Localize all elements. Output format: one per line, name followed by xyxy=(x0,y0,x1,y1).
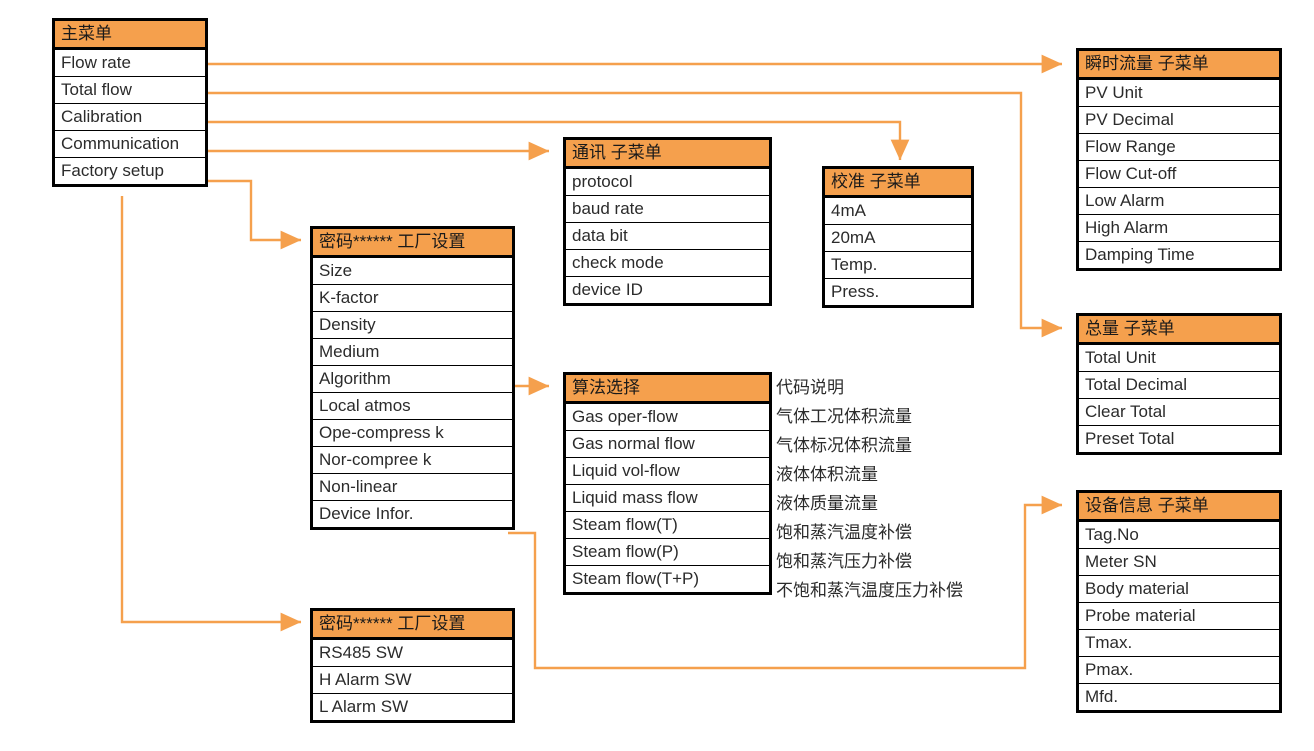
device-submenu-header: 设备信息 子菜单 xyxy=(1079,493,1279,522)
algorithm-legend-line-gas-normal: 气体标况体积流量 xyxy=(776,436,912,455)
factory-setup-top-item-non-linear[interactable]: Non-linear xyxy=(313,474,512,501)
factory-setup-bottom-box: 密码****** 工厂设置 RS485 SW H Alarm SW L Alar… xyxy=(310,608,515,723)
algorithm-menu-item-steam-flow-p[interactable]: Steam flow(P) xyxy=(566,539,769,566)
algorithm-legend-line-gas-oper: 气体工况体积流量 xyxy=(776,407,912,426)
main-menu-item-total-flow[interactable]: Total flow xyxy=(55,77,205,104)
communication-submenu-item-device-id[interactable]: device ID xyxy=(566,277,769,303)
main-menu-box: 主菜单 Flow rate Total flow Calibration Com… xyxy=(52,18,208,187)
algorithm-legend: 代码说明 气体工况体积流量 气体标况体积流量 液体体积流量 液体质量流量 饱和蒸… xyxy=(776,373,1036,605)
flow-submenu-item-damping-time[interactable]: Damping Time xyxy=(1079,242,1279,268)
algorithm-menu-item-steam-flow-t[interactable]: Steam flow(T) xyxy=(566,512,769,539)
wire-calibration xyxy=(196,120,910,161)
algorithm-menu-item-liquid-mass-flow[interactable]: Liquid mass flow xyxy=(566,485,769,512)
device-submenu-item-meter-sn[interactable]: Meter SN xyxy=(1079,549,1279,576)
communication-submenu-header: 通讯 子菜单 xyxy=(566,140,769,169)
main-menu-item-flow-rate[interactable]: Flow rate xyxy=(55,50,205,77)
algorithm-menu-item-steam-flow-tp[interactable]: Steam flow(T+P) xyxy=(566,566,769,592)
communication-submenu-item-baud-rate[interactable]: baud rate xyxy=(566,196,769,223)
wire-factory-setup-top xyxy=(196,179,302,250)
flow-submenu-item-pv-decimal[interactable]: PV Decimal xyxy=(1079,107,1279,134)
device-submenu-item-probe-material[interactable]: Probe material xyxy=(1079,603,1279,630)
total-submenu-box: 总量 子菜单 Total Unit Total Decimal Clear To… xyxy=(1076,313,1282,455)
flow-submenu-box: 瞬时流量 子菜单 PV Unit PV Decimal Flow Range F… xyxy=(1076,48,1282,271)
factory-setup-top-header: 密码****** 工厂设置 xyxy=(313,229,512,258)
factory-setup-top-item-k-factor[interactable]: K-factor xyxy=(313,285,512,312)
device-submenu-item-pmax[interactable]: Pmax. xyxy=(1079,657,1279,684)
algorithm-menu-item-liquid-vol-flow[interactable]: Liquid vol-flow xyxy=(566,458,769,485)
flow-submenu-item-flow-cut-off[interactable]: Flow Cut-off xyxy=(1079,161,1279,188)
calibration-submenu-item-press[interactable]: Press. xyxy=(825,279,971,305)
factory-setup-bottom-item-l-alarm-sw[interactable]: L Alarm SW xyxy=(313,694,512,720)
algorithm-menu-item-gas-normal-flow[interactable]: Gas normal flow xyxy=(566,431,769,458)
flow-submenu-item-high-alarm[interactable]: High Alarm xyxy=(1079,215,1279,242)
main-menu-item-communication[interactable]: Communication xyxy=(55,131,205,158)
factory-setup-bottom-item-rs485-sw[interactable]: RS485 SW xyxy=(313,640,512,667)
calibration-submenu-header: 校准 子菜单 xyxy=(825,169,971,198)
algorithm-legend-line-steam-p: 饱和蒸汽压力补偿 xyxy=(776,552,912,571)
factory-setup-top-item-algorithm[interactable]: Algorithm xyxy=(313,366,512,393)
factory-setup-top-item-density[interactable]: Density xyxy=(313,312,512,339)
calibration-submenu-box: 校准 子菜单 4mA 20mA Temp. Press. xyxy=(822,166,974,308)
algorithm-legend-title: 代码说明 xyxy=(776,378,844,397)
total-submenu-item-total-decimal[interactable]: Total Decimal xyxy=(1079,372,1279,399)
factory-setup-top-item-local-atmos[interactable]: Local atmos xyxy=(313,393,512,420)
factory-setup-top-item-medium[interactable]: Medium xyxy=(313,339,512,366)
algorithm-menu-box: 算法选择 Gas oper-flow Gas normal flow Liqui… xyxy=(563,372,772,595)
factory-setup-top-item-nor-compree-k[interactable]: Nor-compree k xyxy=(313,447,512,474)
device-submenu-item-body-material[interactable]: Body material xyxy=(1079,576,1279,603)
communication-submenu-item-check-mode[interactable]: check mode xyxy=(566,250,769,277)
device-submenu-item-tag-no[interactable]: Tag.No xyxy=(1079,522,1279,549)
factory-setup-top-item-device-infor[interactable]: Device Infor. xyxy=(313,501,512,527)
algorithm-legend-line-liquid-mass: 液体质量流量 xyxy=(776,494,878,513)
algorithm-legend-line-steam-t: 饱和蒸汽温度补偿 xyxy=(776,523,912,542)
wire-factory-setup-bottom xyxy=(120,196,302,632)
calibration-submenu-item-temp[interactable]: Temp. xyxy=(825,252,971,279)
flow-submenu-item-pv-unit[interactable]: PV Unit xyxy=(1079,80,1279,107)
flow-submenu-header: 瞬时流量 子菜单 xyxy=(1079,51,1279,80)
factory-setup-top-item-size[interactable]: Size xyxy=(313,258,512,285)
device-submenu-box: 设备信息 子菜单 Tag.No Meter SN Body material P… xyxy=(1076,490,1282,713)
communication-submenu-item-protocol[interactable]: protocol xyxy=(566,169,769,196)
algorithm-menu-item-gas-oper-flow[interactable]: Gas oper-flow xyxy=(566,404,769,431)
factory-setup-top-item-ope-compress-k[interactable]: Ope-compress k xyxy=(313,420,512,447)
total-submenu-header: 总量 子菜单 xyxy=(1079,316,1279,345)
factory-setup-bottom-header: 密码****** 工厂设置 xyxy=(313,611,512,640)
flow-submenu-item-flow-range[interactable]: Flow Range xyxy=(1079,134,1279,161)
main-menu-item-calibration[interactable]: Calibration xyxy=(55,104,205,131)
device-submenu-item-tmax[interactable]: Tmax. xyxy=(1079,630,1279,657)
main-menu-item-factory-setup[interactable]: Factory setup xyxy=(55,158,205,184)
factory-setup-bottom-item-h-alarm-sw[interactable]: H Alarm SW xyxy=(313,667,512,694)
calibration-submenu-item-20ma[interactable]: 20mA xyxy=(825,225,971,252)
algorithm-legend-line-steam-tp: 不饱和蒸汽温度压力补偿 xyxy=(776,581,963,600)
calibration-submenu-item-4ma[interactable]: 4mA xyxy=(825,198,971,225)
main-menu-header: 主菜单 xyxy=(55,21,205,50)
communication-submenu-item-data-bit[interactable]: data bit xyxy=(566,223,769,250)
algorithm-menu-header: 算法选择 xyxy=(566,375,769,404)
factory-setup-top-box: 密码****** 工厂设置 Size K-factor Density Medi… xyxy=(310,226,515,530)
flow-submenu-item-low-alarm[interactable]: Low Alarm xyxy=(1079,188,1279,215)
total-submenu-item-preset-total[interactable]: Preset Total xyxy=(1079,426,1279,452)
device-submenu-item-mfd[interactable]: Mfd. xyxy=(1079,684,1279,710)
total-submenu-item-total-unit[interactable]: Total Unit xyxy=(1079,345,1279,372)
total-submenu-item-clear-total[interactable]: Clear Total xyxy=(1079,399,1279,426)
algorithm-legend-line-liquid-vol: 液体体积流量 xyxy=(776,465,878,484)
communication-submenu-box: 通讯 子菜单 protocol baud rate data bit check… xyxy=(563,137,772,306)
